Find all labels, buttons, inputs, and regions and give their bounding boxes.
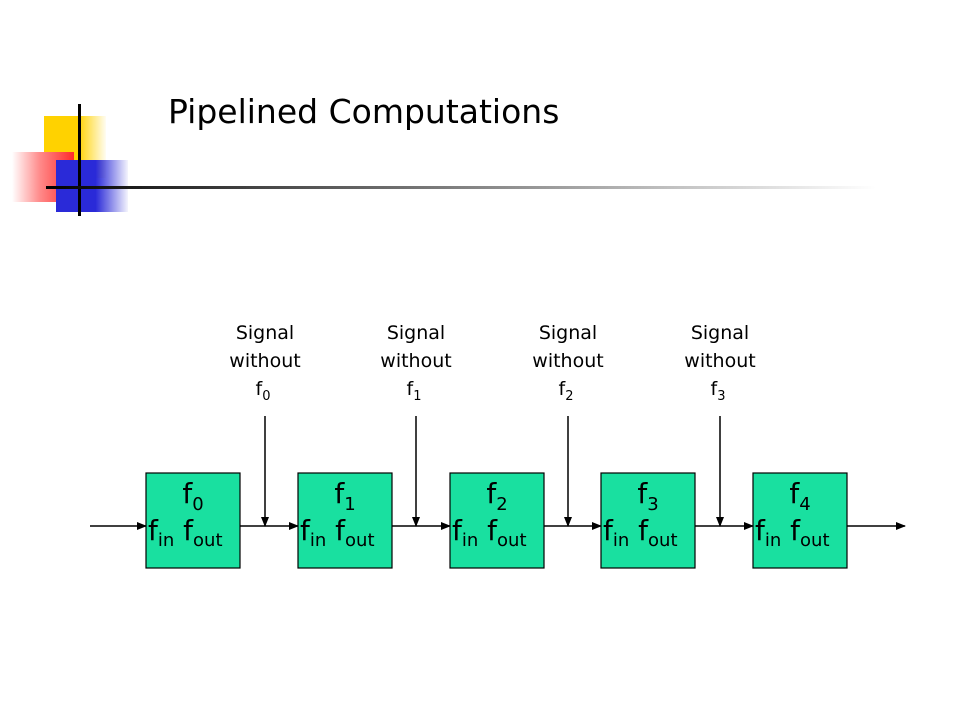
signal-label-function: f0	[256, 378, 271, 404]
decor-vertical-rule	[78, 104, 81, 216]
stage-io-label: fin fout	[452, 514, 527, 551]
stage-rect	[600, 472, 696, 569]
stage-function-label: f4	[789, 477, 810, 515]
stage-function-label: f0	[182, 477, 203, 515]
stage-function-label: f3	[637, 477, 658, 515]
slide-title: Pipelined Computations	[168, 92, 560, 131]
signal-label-line2: without	[229, 350, 300, 372]
stage-rect	[449, 472, 545, 569]
signal-label-function: f2	[559, 378, 574, 404]
stage-io-label: fin fout	[755, 514, 830, 551]
signal-label-line1: Signal	[691, 322, 749, 344]
signal-label-line2: without	[684, 350, 755, 372]
stage-rect	[297, 472, 393, 569]
stage-rect	[752, 472, 848, 569]
signal-label-line1: Signal	[387, 322, 445, 344]
signal-label-line1: Signal	[539, 322, 597, 344]
stage-function-label: f1	[334, 477, 355, 515]
signal-group: Signal without f0	[229, 322, 301, 527]
stage-io-label: fin fout	[300, 514, 375, 551]
title-underline	[46, 186, 876, 189]
signal-label-line1: Signal	[236, 322, 294, 344]
stage-rect	[145, 472, 241, 569]
signal-label-line2: without	[380, 350, 451, 372]
stage-io-label: fin fout	[603, 514, 678, 551]
signal-label-function: f1	[407, 378, 422, 404]
signal-label-line2: without	[532, 350, 603, 372]
signal-group: Signal without f2	[532, 322, 604, 527]
stage-function-label: f2	[486, 477, 507, 515]
signal-group: Signal without f3	[684, 322, 756, 527]
signal-group: Signal without f1	[380, 322, 452, 527]
stage-io-label: fin fout	[148, 514, 223, 551]
signal-label-function: f3	[711, 378, 726, 404]
